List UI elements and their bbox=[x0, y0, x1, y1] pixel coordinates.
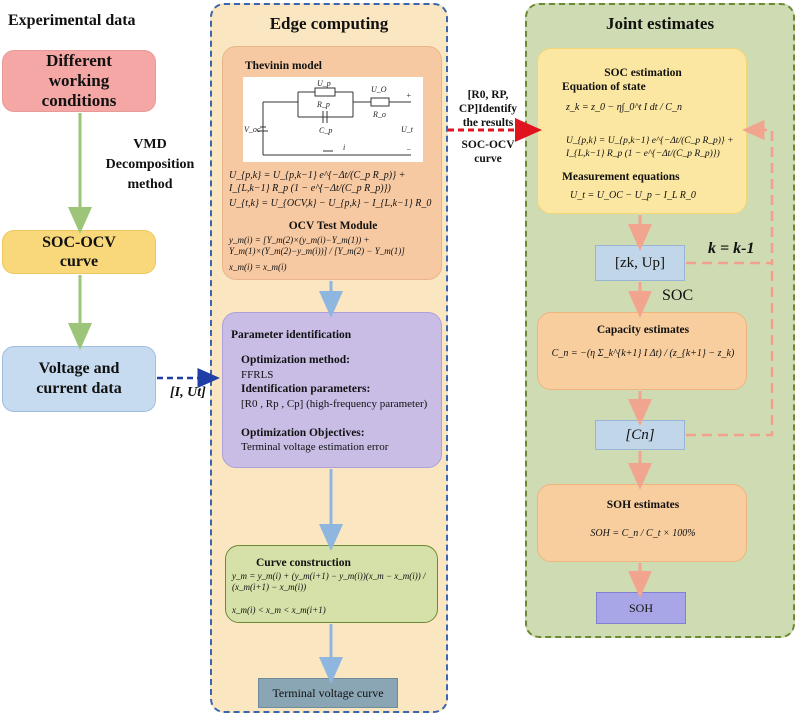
optimization-objectives-value: Terminal voltage estimation error bbox=[241, 441, 389, 453]
soc-ocv-box: SOC-OCV curve bbox=[2, 230, 156, 274]
ocv-test-title: OCV Test Module bbox=[288, 220, 378, 232]
state-vector-box: [zk, Up] bbox=[595, 245, 685, 281]
parameter-identification-box: Parameter identification Optimization me… bbox=[222, 312, 442, 468]
soh-estimates-title: SOH estimates bbox=[606, 499, 680, 511]
state-equation-label: Equation of state bbox=[562, 81, 646, 93]
capacity-value-label: [Cn] bbox=[625, 426, 655, 443]
state-vector-label: [zk, Up] bbox=[615, 254, 665, 271]
circuit-voc-label: V_oc bbox=[244, 125, 261, 134]
voltage-current-box: Voltage and current data bbox=[2, 346, 156, 412]
soh-result-box: SOH bbox=[596, 592, 686, 624]
soc-label: SOC bbox=[662, 287, 694, 304]
curve-equation-2: x_m(i) < x_m < x_m(i+1) bbox=[232, 605, 326, 615]
circuit-up-label: U_p bbox=[317, 79, 331, 88]
bridge-params-label: [R0, RP, CP]Identify the results bbox=[458, 89, 518, 129]
circuit-ro-label: R_o bbox=[372, 110, 386, 119]
measurement-equation: U_t = U_OC − U_p − I_L R_0 bbox=[570, 190, 696, 201]
parameter-identification-title: Parameter identification bbox=[231, 329, 352, 341]
state-equation-1: z_k = z_0 − η∫_0^t I dt / C_n bbox=[566, 102, 682, 113]
curve-construction-box: Curve construction y_m = y_m(i) + (y_m(i… bbox=[225, 545, 438, 623]
vmd-label: VMD Decomposition method bbox=[105, 137, 195, 192]
curve-equation-1: y_m = y_m(i) + (y_m(i+1) − y_m(i))(x_m −… bbox=[232, 571, 426, 592]
ocv-equation-1: y_m(i) = [Y_m(2)×(y_m(i)−Y_m(1)) + Y_m(1… bbox=[229, 235, 405, 256]
experimental-data-title: Experimental data bbox=[8, 12, 136, 29]
capacity-estimates-title: Capacity estimates bbox=[596, 324, 690, 336]
input-arrow-label: [I, Ut] bbox=[170, 385, 206, 400]
circuit-ut-label: U_t bbox=[401, 125, 414, 134]
working-conditions-box: Different working conditions bbox=[2, 50, 156, 112]
circuit-uo-label: U_O bbox=[371, 85, 387, 94]
soc-estimation-box: SOC estimation Equation of state z_k = z… bbox=[537, 48, 747, 214]
circuit-plus-label: + bbox=[406, 91, 411, 100]
measurement-equation-label: Measurement equations bbox=[562, 171, 680, 183]
k-update-label: k = k-1 bbox=[708, 240, 755, 257]
curve-construction-title: Curve construction bbox=[256, 557, 351, 569]
circuit-minus-label: − bbox=[406, 145, 411, 154]
bridge-curve-label: SOC-OCV curve bbox=[461, 139, 515, 165]
thevenin-title: Thevinin model bbox=[245, 60, 323, 72]
identification-params-label: Identification parameters: bbox=[241, 383, 371, 395]
identification-params-value: [R0 , Rp , Cp] (high-frequency parameter… bbox=[241, 398, 428, 410]
thevenin-box: Thevinin model U bbox=[222, 46, 442, 280]
soh-estimates-box: SOH estimates SOH = C_n / C_t × 100% bbox=[537, 484, 747, 562]
soc-estimation-title: SOC estimation bbox=[604, 67, 682, 79]
soh-equation: SOH = C_n / C_t × 100% bbox=[590, 528, 696, 539]
voltage-current-label: Voltage and current data bbox=[36, 360, 122, 397]
circuit-rp-label: R_p bbox=[316, 100, 330, 109]
joint-estimates-title: Joint estimates bbox=[605, 14, 715, 33]
soc-ocv-label: SOC-OCV curve bbox=[42, 234, 116, 270]
working-conditions-label: Different working conditions bbox=[41, 51, 117, 110]
circuit-i-label: i bbox=[343, 143, 345, 152]
optimization-method-value: FFRLS bbox=[241, 369, 274, 381]
circuit-diagram: U_p R_p C_p U_O R_o U_t V_oc i + − bbox=[243, 77, 423, 162]
terminal-voltage-label: Terminal voltage curve bbox=[272, 685, 384, 700]
circuit-cp-label: C_p bbox=[319, 126, 332, 135]
thevenin-equation-1: U_{p,k} = U_{p,k−1} e^{−Δt/(C_p R_p)} + … bbox=[229, 170, 406, 194]
capacity-equation: C_n = −(η Σ_k^{k+1} I Δt) / (z_{k+1} − z… bbox=[551, 348, 735, 359]
soh-result-label: SOH bbox=[628, 600, 653, 615]
capacity-value-box: [Cn] bbox=[595, 420, 685, 450]
optimization-objectives-label: Optimization Objectives: bbox=[241, 427, 365, 439]
terminal-voltage-box: Terminal voltage curve bbox=[258, 678, 398, 708]
thevenin-equation-2: U_{t,k} = U_{OCV,k} − U_{p,k} − I_{L,k−1… bbox=[229, 198, 432, 209]
thevenin-circuit-svg: U_p R_p C_p U_O R_o U_t V_oc i + − bbox=[244, 79, 414, 156]
state-equation-2: U_{p,k} = U_{p,k−1} e^{−Δt/(C_p R_p)} + … bbox=[566, 136, 734, 159]
optimization-method-label: Optimization method: bbox=[241, 354, 350, 366]
edge-computing-title: Edge computing bbox=[269, 14, 389, 33]
ocv-equation-2: x_m(i) = x_m(i) bbox=[229, 262, 287, 272]
capacity-estimates-box: Capacity estimates C_n = −(η Σ_k^{k+1} I… bbox=[537, 312, 747, 390]
